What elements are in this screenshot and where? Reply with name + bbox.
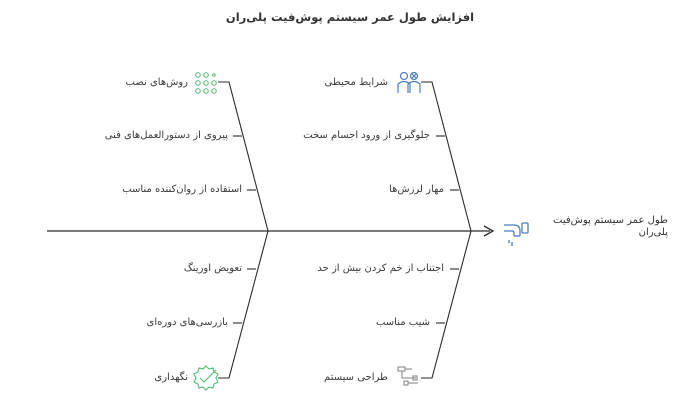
cause-periodic-inspections: بازرسی‌های دوره‌ای: [146, 317, 228, 328]
cause-avoid-excessive-bending: اجتناب از خم کردن بیش از حد: [317, 263, 444, 274]
effect-label: طول عمر سیستم پوش‌فیت پلی‌ران: [553, 215, 668, 238]
category-maintenance: نگهداری: [154, 372, 188, 383]
dot-grid-icon: [195, 72, 217, 94]
cause-oring-replacement: تعویض اورینگ: [183, 263, 242, 274]
people-icon: [397, 71, 421, 93]
category-environmental-conditions: شرایط محیطی: [324, 77, 389, 88]
cause-use-proper-lubricant: استفاده از روان‌کننده مناسب: [122, 184, 242, 195]
pipe-layout-icon: [397, 366, 418, 386]
gear-check-icon: [193, 365, 219, 391]
cause-proper-slope: شیب مناسب: [375, 317, 430, 328]
spine-arrowhead: [483, 225, 495, 237]
bone-upper-right: [421, 81, 472, 232]
cause-vibration-damping: مهار لرزش‌ها: [389, 184, 444, 195]
pipe-faucet-icon: [504, 222, 529, 246]
bone-lower-left: [218, 230, 269, 379]
diagram-title: افزایش طول عمر سیستم پوش‌فیت پلی‌ران: [225, 10, 475, 24]
category-installation-methods: روش‌های نصب: [125, 77, 188, 88]
cause-prevent-hard-objects: جلوگیری از ورود اجسام سخت: [303, 130, 430, 141]
cause-follow-technical-instructions: پیروی از دستورالعمل‌های فنی: [104, 130, 228, 141]
bone-upper-left: [218, 81, 269, 232]
bone-lower-right: [421, 230, 472, 379]
category-system-design: طراحی سیستم: [324, 372, 388, 383]
